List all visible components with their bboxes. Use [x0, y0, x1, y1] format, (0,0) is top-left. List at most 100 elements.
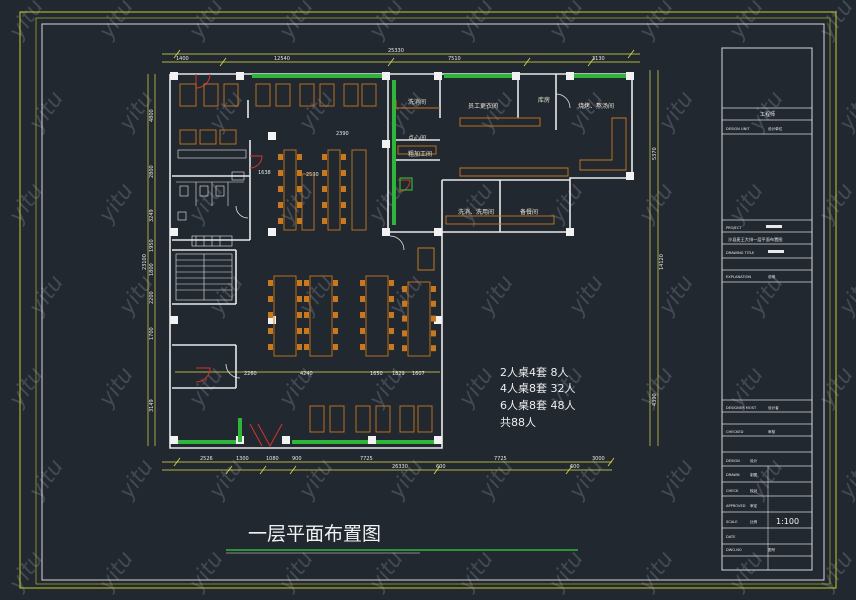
chair	[389, 280, 394, 286]
tb-approved-value: 审定	[750, 503, 758, 508]
dim-left-seg-3: 3249	[149, 209, 155, 222]
dim-row-1: 2260	[244, 371, 257, 377]
dim-bottom-seg-3: 1080	[266, 456, 279, 462]
room-labels: 洗消间 员工更衣间 库房 点心间 烧烤、熬汤间 洗消、洗用间 备餐间 粗加工间	[408, 96, 614, 216]
tb-drawing-title-bar	[768, 250, 784, 253]
dim-row-3: 1650	[370, 371, 383, 377]
chair	[341, 202, 346, 208]
chair	[389, 312, 394, 318]
chair	[402, 286, 407, 292]
room-label-baking: 烧烤、熬汤间	[578, 102, 614, 110]
tb-drawn-value: 制图	[750, 472, 758, 477]
tb-checked-value: 审核	[768, 429, 776, 434]
dim-top-overall: 25330	[388, 48, 404, 54]
chair	[322, 186, 327, 192]
chair	[360, 344, 365, 350]
tb-designer-label: DESIGNER MOST	[726, 406, 757, 410]
chair	[333, 328, 338, 334]
tb-design-label: DESIGN	[726, 459, 740, 463]
chair	[389, 328, 394, 334]
chair	[389, 344, 394, 350]
dimension-ticks	[173, 49, 635, 475]
chair	[297, 280, 302, 286]
dim-row-2: 4240	[300, 371, 313, 377]
chair	[278, 154, 283, 160]
dim-bottom-seg-2: 1300	[236, 456, 249, 462]
green-partitions	[178, 74, 626, 444]
chair	[402, 300, 407, 307]
tb-design-unit-value: 设计单位	[768, 126, 783, 131]
chair	[278, 202, 283, 208]
chair	[402, 315, 407, 322]
chair	[268, 296, 273, 302]
dim-left-seg-2: 2800	[149, 165, 155, 178]
chair	[304, 280, 309, 286]
chair	[268, 280, 273, 286]
chair	[304, 296, 309, 302]
chair	[297, 154, 302, 160]
dim-right-overall: 14120	[659, 254, 665, 270]
room-label-pastry: 点心间	[408, 134, 426, 142]
dimension-labels: 25330 1400 12540 7510 3130 26330 2526 13…	[176, 48, 605, 470]
chair	[389, 296, 394, 302]
dim-top-seg-1: 1400	[176, 56, 189, 62]
dim-inner-2: 1638	[258, 170, 271, 176]
dim-left-seg-7: 1700	[149, 327, 155, 340]
tb-company-label: 工程师	[760, 111, 775, 118]
tb-dwg-no-label: DWG.NO	[726, 548, 742, 552]
tb-scale-label: SCALE	[726, 520, 738, 524]
chair	[322, 202, 327, 208]
drawing-frame	[41, 23, 825, 581]
tb-drawing-name: 沙县麦王大排一层平面布置图	[728, 236, 782, 243]
chair	[278, 170, 283, 176]
chair	[431, 286, 436, 292]
chair	[268, 344, 273, 350]
tb-checked-label: CHECKED	[726, 430, 744, 434]
seating-line-1: 2人桌4套 8人	[500, 366, 569, 379]
dim-right-seg-2: 4390	[652, 393, 658, 406]
chair	[360, 328, 365, 334]
chair	[297, 328, 302, 334]
tb-dwg-no-value: 图号	[768, 547, 776, 552]
chair	[333, 296, 338, 302]
dim-bottom-seg-7: 7725	[494, 456, 507, 462]
dim-inner-1: 2390	[336, 131, 349, 137]
room-label-scullery: 备餐间	[520, 208, 538, 216]
tb-design-unit-label: DESIGN UNIT	[726, 127, 750, 131]
dim-inner-3: 2530	[306, 172, 319, 178]
kitchen-fixture	[399, 177, 413, 191]
outer-sheet-border	[19, 11, 837, 589]
chair	[297, 186, 302, 192]
dim-left-overall: 23100	[142, 254, 148, 270]
chair	[297, 218, 302, 224]
chair	[431, 300, 436, 307]
tb-project-value-bar	[766, 225, 782, 228]
room-label-storage: 库房	[538, 96, 550, 104]
seating-line-4: 共88人	[500, 416, 536, 429]
dim-left-seg-1: 4800	[149, 109, 155, 122]
chair	[304, 344, 309, 350]
chair	[297, 170, 302, 176]
dim-left-seg-4: 1950	[149, 239, 155, 252]
dim-left-seg-6: 2200	[149, 291, 155, 304]
chair	[360, 280, 365, 286]
dimension-labels-vertical: 4800 2800 3249 1950 1800 2200 1700 3149 …	[142, 109, 665, 412]
dining-furniture	[179, 83, 627, 433]
tb-explanation-label: EXPLANATION	[726, 275, 751, 279]
dim-bottom-seg-1: 2526	[200, 456, 213, 462]
title-block-frame	[721, 47, 813, 571]
chair	[402, 330, 407, 337]
dim-row-5: 1607	[412, 371, 425, 377]
dim-top-seg-3: 7510	[448, 56, 461, 62]
tb-scale-value: 比例	[750, 519, 758, 524]
dim-top-seg-2: 12540	[274, 56, 290, 62]
chair	[297, 296, 302, 302]
tb-design-value: 设计	[750, 458, 758, 463]
chair	[341, 218, 346, 224]
chair	[431, 330, 436, 337]
room-label-kitchen-hot: 粗加工间	[408, 150, 432, 158]
chair	[297, 202, 302, 208]
dim-bottom-seg-4: 900	[292, 456, 302, 462]
chair	[322, 154, 327, 160]
